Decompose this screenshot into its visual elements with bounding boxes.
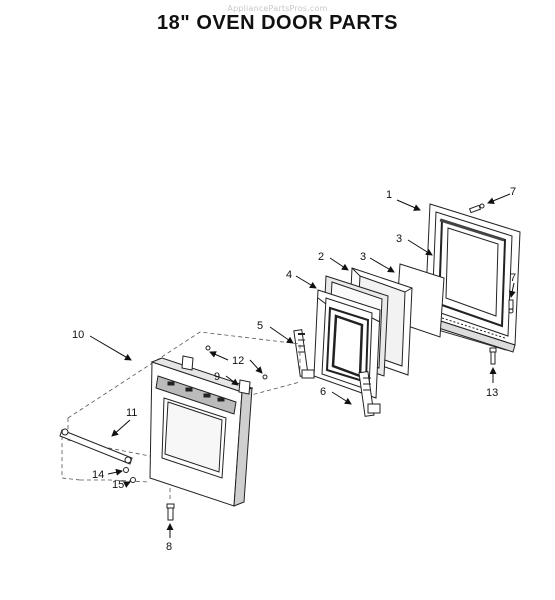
callout-4: 4: [286, 269, 292, 281]
part-screw-7-side: [508, 299, 514, 314]
diagram-title: 18" OVEN DOOR PARTS: [157, 12, 398, 34]
callout-5: 5: [257, 320, 263, 332]
leader-lines: [89, 193, 516, 538]
callout-2: 2: [318, 251, 324, 263]
callout-13: 13: [486, 387, 498, 399]
part-outer-door: [149, 357, 254, 507]
part-handle: [59, 428, 133, 465]
callout-3: 3: [396, 233, 402, 245]
callout-15: 15: [112, 479, 124, 491]
callout-12: 12: [232, 355, 244, 367]
callout-8: 8: [166, 541, 172, 553]
watermark: AppliancePartsPros.com: [227, 4, 328, 13]
callout-3: 3: [360, 251, 366, 263]
callout-14: 14: [92, 469, 104, 481]
part-screw-13: [489, 347, 497, 365]
part-hinge-right: [358, 370, 381, 417]
callout-6: 6: [320, 386, 326, 398]
callout-7: 7: [510, 186, 516, 198]
part-hinge-left: [293, 329, 315, 379]
part-inner-door-liner: [422, 203, 521, 353]
callout-1: 1: [386, 189, 392, 201]
part-screw-14: [123, 467, 129, 473]
part-bracket-12: [181, 355, 251, 395]
part-screw-8: [166, 503, 175, 521]
callout-11: 11: [126, 407, 137, 419]
part-screw-15: [130, 477, 136, 483]
part-screw-7-top: [468, 203, 485, 214]
callout-10: 10: [72, 329, 84, 341]
callout-7: 7: [510, 272, 516, 284]
part-screw-9: [205, 345, 268, 380]
callout-9: 9: [214, 371, 220, 383]
